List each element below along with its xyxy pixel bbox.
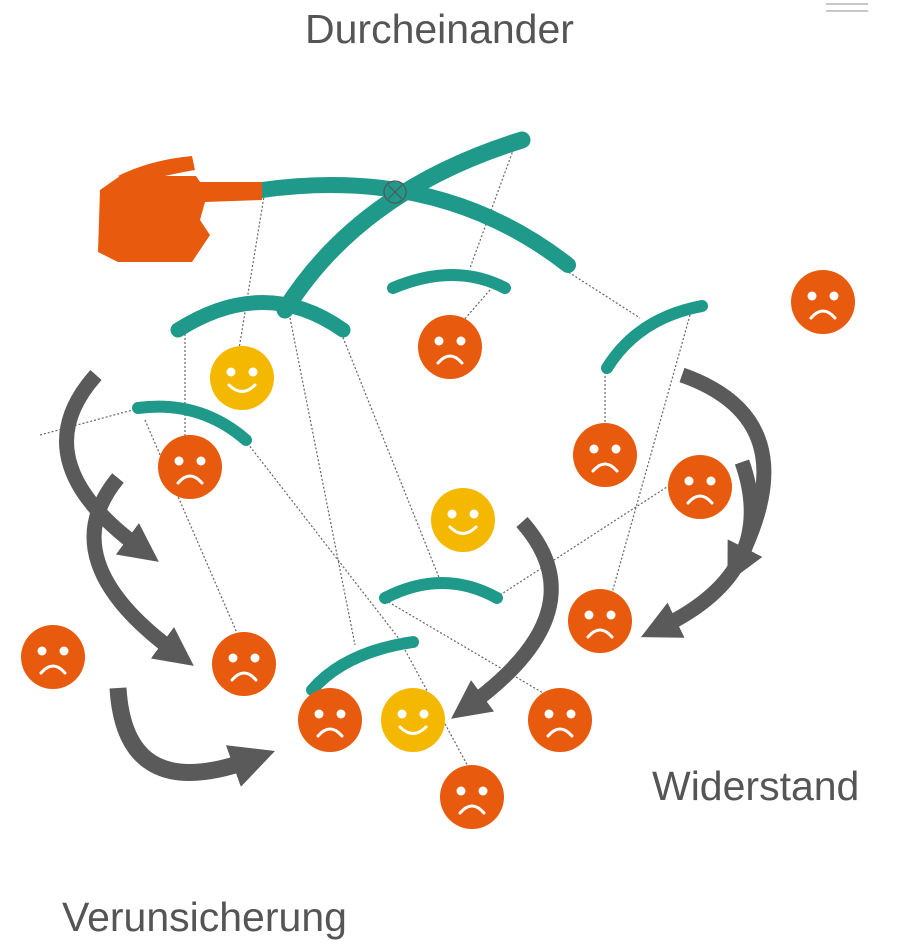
smiley-sad-icon	[568, 589, 632, 653]
curved-arrows	[59, 367, 772, 787]
label-widerstand: Widerstand	[652, 763, 860, 809]
smiley-sad-icon	[212, 632, 276, 696]
title-durcheinander: Durcheinander	[305, 6, 574, 52]
smiley-sad-icon	[21, 625, 85, 689]
smiley-sad-icon	[418, 315, 482, 379]
faces	[21, 270, 855, 829]
smiley-sad-icon	[440, 765, 504, 829]
hamburger-menu-icon[interactable]	[822, 0, 872, 18]
pointing-hand-icon[interactable]	[98, 156, 262, 262]
smiley-happy-icon	[210, 346, 274, 410]
smiley-sad-icon	[668, 455, 732, 519]
mobile-bars	[132, 131, 708, 696]
smiley-sad-icon	[528, 688, 592, 752]
smiley-sad-icon	[573, 423, 637, 487]
smiley-happy-icon	[431, 488, 495, 552]
smiley-sad-icon	[298, 688, 362, 752]
crossed-circle-icon	[383, 180, 407, 204]
smiley-sad-icon	[158, 435, 222, 499]
smiley-sad-icon	[791, 270, 855, 334]
smiley-happy-icon	[381, 688, 445, 752]
label-verunsicherung: Verunsicherung	[62, 894, 347, 940]
